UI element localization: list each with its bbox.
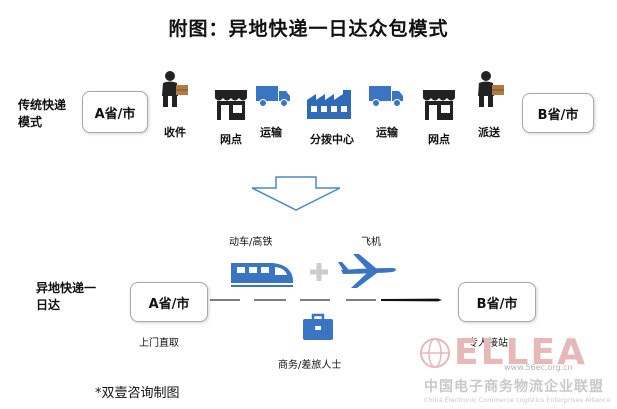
traditional-mode-label: 传统快递模式 <box>18 98 67 129</box>
step-transport-2: 运输 <box>376 126 398 139</box>
route-line <box>210 298 442 302</box>
watermark-cn: 中国电子商务物流企业联盟 <box>424 379 604 395</box>
delivery-label: 专人接站 <box>468 338 508 349</box>
traditional-origin-box: A省/市 <box>82 91 148 133</box>
step-transport-1: 运输 <box>260 126 282 139</box>
factory-icon <box>307 90 351 119</box>
oneday-destination-box: B省/市 <box>458 282 536 322</box>
watermark-en: China Electronic Commerce Logistics Ente… <box>424 396 611 404</box>
plane-label: 飞机 <box>361 237 381 248</box>
step-outlet-2: 网点 <box>428 133 450 146</box>
down-arrow-icon <box>251 176 341 211</box>
oneday-origin-box: A省/市 <box>130 282 208 322</box>
truck-icon <box>369 86 403 107</box>
globe-icon <box>420 338 450 368</box>
watermark-logo: ELLEA <box>454 332 587 373</box>
train-icon <box>231 263 293 287</box>
store-icon <box>215 90 247 120</box>
step-outlet-1: 网点 <box>220 133 242 146</box>
oneday-mode-label: 异地快递一日达 <box>36 281 97 312</box>
pickup-label: 上门直取 <box>139 338 179 349</box>
oneday-destination-label: B省/市 <box>476 296 518 312</box>
briefcase-icon <box>303 313 333 340</box>
store-icon <box>423 90 455 120</box>
watermark: ELLEA www.56ec.org.cn 中国电子商务物流企业联盟 China… <box>414 332 614 408</box>
oneday-origin-label: A省/市 <box>148 296 190 312</box>
watermark-url: www.56ec.org.cn <box>504 363 573 372</box>
footnote: *双壹咨询制图 <box>95 386 180 401</box>
traditional-destination-label: B省/市 <box>537 107 579 123</box>
page-title: 附图：异地快递一日达众包模式 <box>168 18 449 40</box>
step-distribution-center: 分拨中心 <box>310 133 354 146</box>
courier-icon <box>478 71 504 107</box>
courier-icon <box>162 71 188 107</box>
step-receive: 收件 <box>164 126 186 139</box>
traditional-destination-box: B省/市 <box>522 93 594 133</box>
airplane-icon <box>338 254 396 288</box>
plus-icon <box>310 263 328 281</box>
truck-icon <box>256 86 290 107</box>
traditional-origin-label: A省/市 <box>94 106 136 122</box>
train-label: 动车/高铁 <box>229 237 273 248</box>
traveler-label: 商务/差旅人士 <box>278 360 342 371</box>
step-deliver: 派送 <box>478 126 500 139</box>
